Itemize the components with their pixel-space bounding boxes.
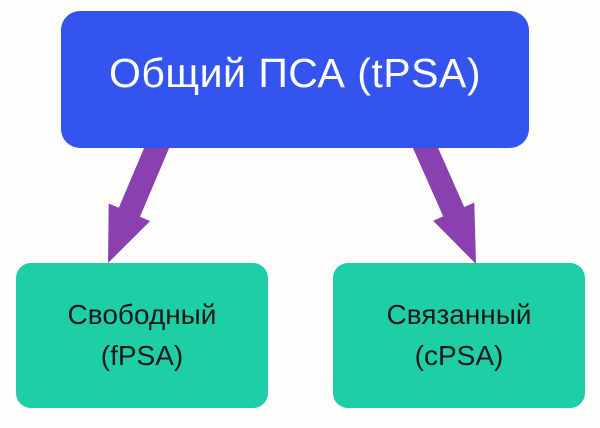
node-cpsa-label-line1: Связанный: [386, 298, 532, 330]
arrow-down-right-icon: [411, 135, 476, 264]
node-cpsa-label-line2: (cPSA): [414, 339, 504, 371]
node-fpsa-label-line1: Свободный: [67, 298, 217, 330]
arrow-down-left-icon: [108, 135, 171, 263]
node-tpsa: Общий ПСА (tPSA): [61, 11, 529, 148]
node-fpsa-label-line2: (fPSA): [100, 339, 184, 371]
node-cpsa: Связанный (cPSA): [333, 263, 585, 408]
node-fpsa: Свободный (fPSA): [16, 263, 268, 408]
node-tpsa-label: Общий ПСА (tPSA): [109, 50, 481, 96]
